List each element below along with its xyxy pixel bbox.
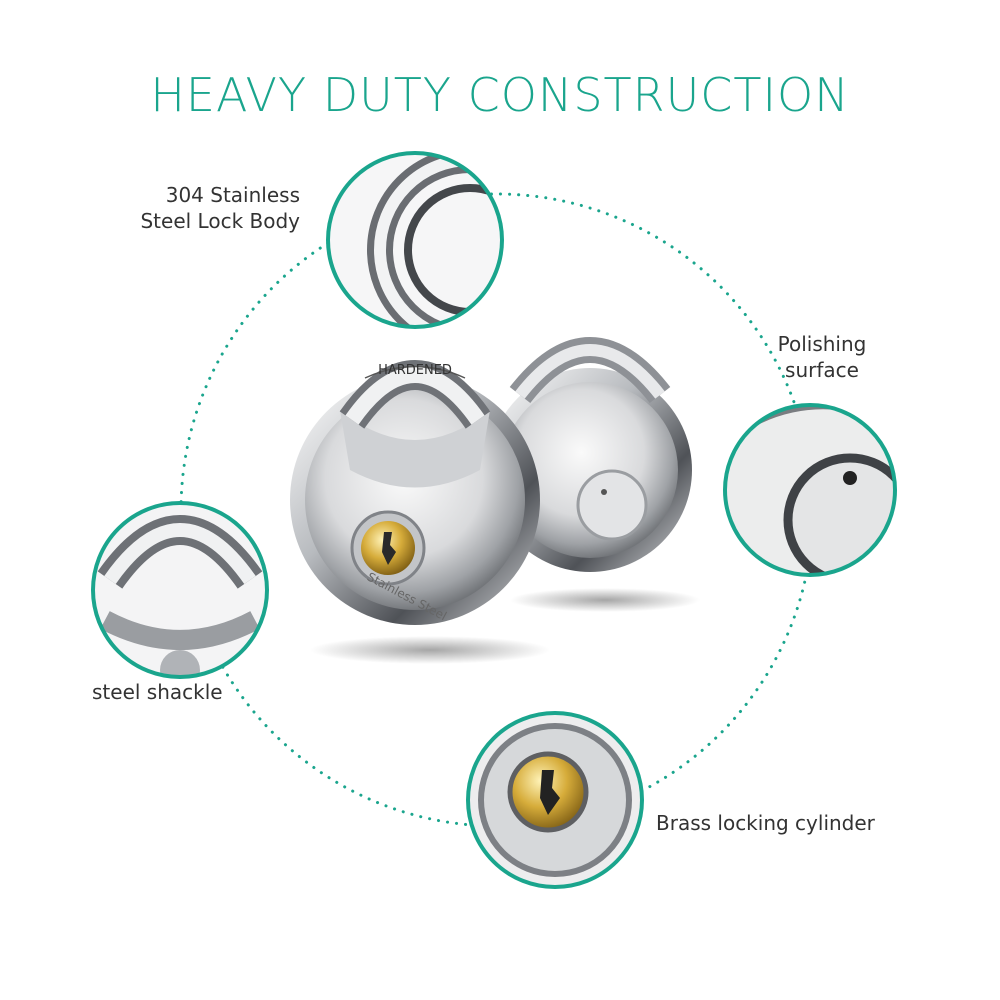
callout-lock-body-line1: 304 Stainless [165, 183, 300, 207]
padlock-back-image [488, 337, 700, 612]
padlock-front-image [290, 360, 550, 664]
engraving-hardened: HARDENED [378, 363, 452, 378]
zoom-keyhole-cylinder [466, 711, 644, 889]
callout-lock-body: 304 Stainless Steel Lock Body [140, 182, 300, 234]
callout-shackle: steel shackle [92, 679, 223, 705]
callout-polishing-line1: Polishing [777, 332, 867, 356]
callout-lock-body-line2: Steel Lock Body [140, 209, 300, 233]
callout-polishing-line2: surface [785, 358, 859, 382]
callout-shackle-line1: steel shackle [92, 680, 223, 704]
engraving-stainless: Stainless Steel [365, 570, 449, 624]
callout-cylinder: Brass locking cylinder [656, 810, 875, 836]
callout-polishing: Polishing surface [762, 331, 882, 383]
zoom-shackle-detail [91, 501, 269, 679]
callout-cylinder-line1: Brass locking cylinder [656, 811, 875, 835]
page-title: HEAVY DUTY CONSTRUCTION [150, 68, 850, 122]
